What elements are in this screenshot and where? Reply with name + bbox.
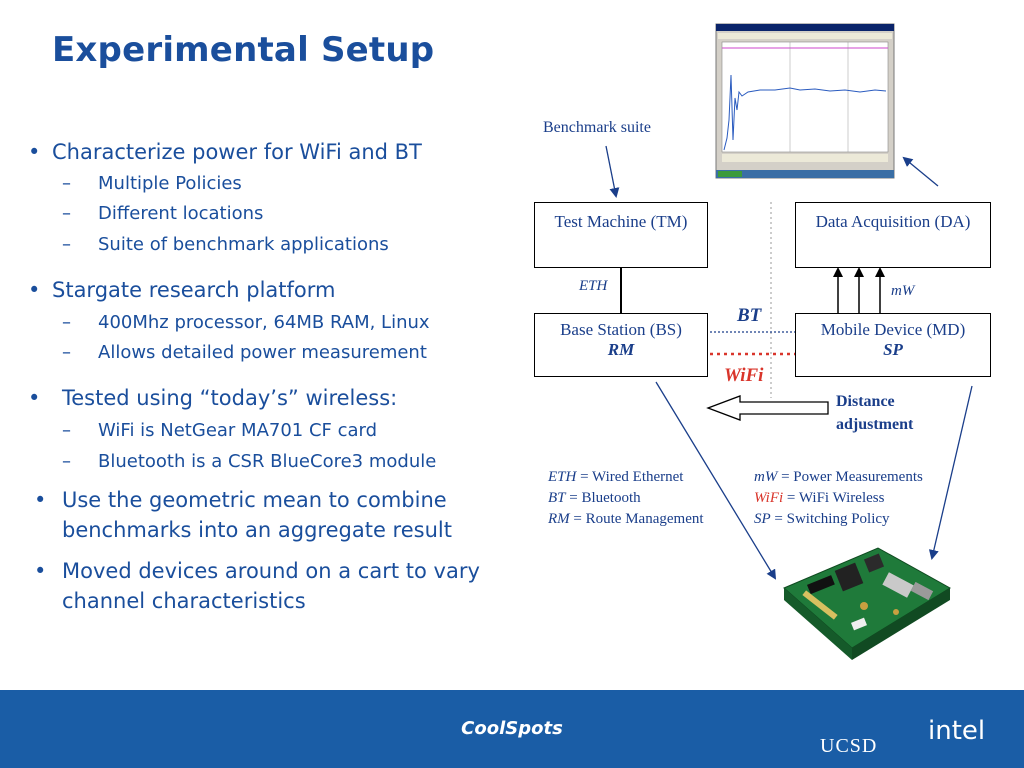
test-machine-label: Test Machine (TM) xyxy=(554,212,688,231)
page-title: Experimental Setup xyxy=(52,30,435,70)
data-acquisition-label: Data Acquisition (DA) xyxy=(815,212,971,231)
distance-adjustment-label: Distance adjustment xyxy=(836,393,914,433)
mobile-device-sub-label: SP xyxy=(883,340,903,359)
bullet-item: •Moved devices around on a cart to vary … xyxy=(28,556,528,616)
base-station-box: Base Station (BS) RM xyxy=(534,313,708,377)
bullet-item: •Stargate research platform xyxy=(28,278,336,302)
benchmark-screenshot xyxy=(715,23,895,179)
legend-item: mW = Power Measurements xyxy=(754,469,923,485)
sub-bullet-text: Different locations xyxy=(98,203,264,224)
legend-item: BT = Bluetooth xyxy=(548,490,641,506)
bullet-text: Use the geometric mean to combine benchm… xyxy=(62,488,452,542)
bullet-text: Stargate research platform xyxy=(52,278,336,302)
mobile-device-label: Mobile Device (MD) xyxy=(820,320,966,339)
benchmark-suite-label: Benchmark suite xyxy=(543,119,651,136)
data-acquisition-box: Data Acquisition (DA) xyxy=(795,202,991,268)
sub-bullet-text: Multiple Policies xyxy=(98,173,242,194)
eth-label: ETH xyxy=(579,278,608,294)
intel-logo-text: intel xyxy=(928,716,986,746)
base-station-sub-label: RM xyxy=(607,340,635,359)
legend-item: SP = Switching Policy xyxy=(754,511,890,527)
sub-bullet-item: –WiFi is NetGear MA701 CF card xyxy=(62,420,378,441)
sub-bullet-text: Suite of benchmark applications xyxy=(98,234,389,255)
bt-label: BT xyxy=(737,305,762,326)
sub-bullet-item: –Bluetooth is a CSR BlueCore3 module xyxy=(62,451,437,472)
bullet-text: Characterize power for WiFi and BT xyxy=(52,140,422,164)
bullet-item: •Tested using “today’s” wireless: xyxy=(28,386,398,410)
wifi-label: WiFi xyxy=(724,365,764,386)
base-station-label: Base Station (BS) xyxy=(560,320,682,339)
sub-bullet-item: –Suite of benchmark applications xyxy=(62,234,389,255)
ucsd-logo-text: UCSD xyxy=(820,735,878,757)
legend-item: ETH = Wired Ethernet xyxy=(548,469,684,485)
sub-bullet-text: Allows detailed power measurement xyxy=(98,342,427,363)
mw-label: mW xyxy=(891,283,915,299)
bullet-text: Moved devices around on a cart to vary c… xyxy=(62,559,480,613)
sub-bullet-item: –Different locations xyxy=(62,203,264,224)
sub-bullet-text: WiFi is NetGear MA701 CF card xyxy=(98,420,378,441)
sub-bullet-item: –Multiple Policies xyxy=(62,173,242,194)
legend-item: WiFi = WiFi Wireless xyxy=(754,490,885,506)
sub-bullet-item: –Allows detailed power measurement xyxy=(62,342,427,363)
footer-title: CoolSpots xyxy=(461,718,563,739)
bullet-item: •Characterize power for WiFi and BT xyxy=(28,140,422,164)
bullet-item: •Use the geometric mean to combine bench… xyxy=(28,485,528,545)
legend-item: RM = Route Management xyxy=(548,511,704,527)
stargate-board-image xyxy=(783,547,951,660)
bullet-text: Tested using “today’s” wireless: xyxy=(62,386,398,410)
sub-bullet-text: 400Mhz processor, 64MB RAM, Linux xyxy=(98,312,430,333)
sub-bullet-text: Bluetooth is a CSR BlueCore3 module xyxy=(98,451,437,472)
sub-bullet-item: –400Mhz processor, 64MB RAM, Linux xyxy=(62,312,430,333)
test-machine-box: Test Machine (TM) xyxy=(534,202,708,268)
mobile-device-box: Mobile Device (MD) SP xyxy=(795,313,991,377)
footer-bar: CoolSpots UCSD intel xyxy=(0,690,1024,768)
